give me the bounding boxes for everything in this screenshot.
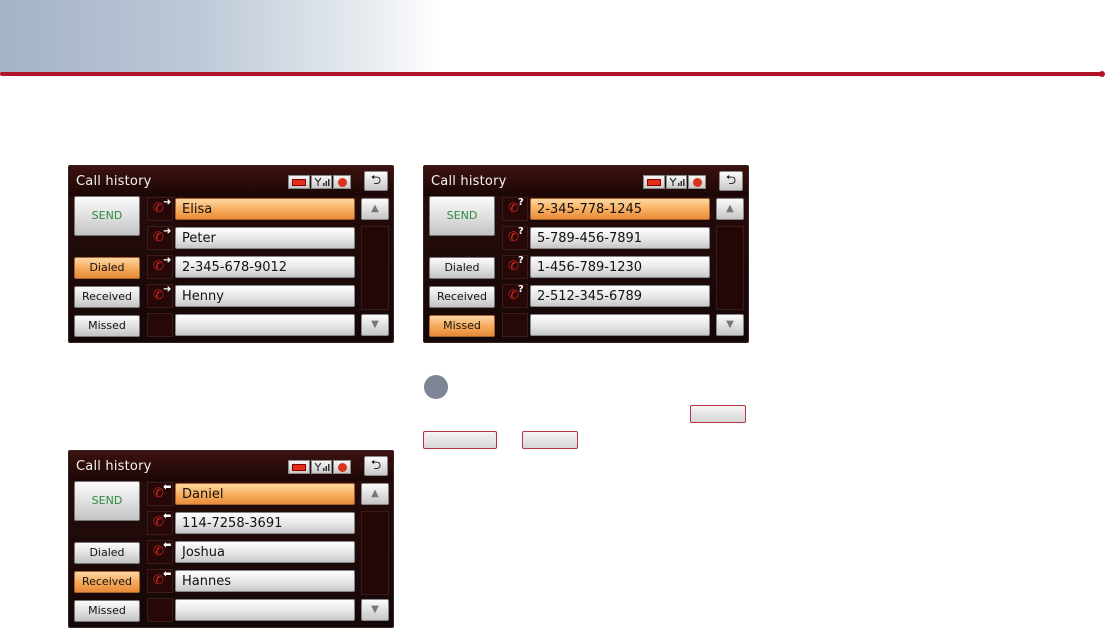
signal-icon xyxy=(311,175,332,189)
send-button[interactable]: SEND xyxy=(74,481,140,521)
back-button[interactable]: ⮌ xyxy=(364,171,388,191)
scroll-up-button[interactable]: ▲ xyxy=(361,198,389,220)
received-filter-button[interactable]: Received xyxy=(74,571,140,593)
call-history-screen-dialed: Call history ⮌ SEND Dialed Received Miss… xyxy=(68,165,394,343)
incoming-call-icon: ✆⬅ xyxy=(147,482,173,506)
scroll-down-button[interactable]: ▼ xyxy=(361,599,389,621)
missed-call-icon: ✆? xyxy=(502,284,528,308)
call-list-item[interactable]: 2-512-345-6789 xyxy=(530,285,710,307)
call-list-item[interactable]: Elisa xyxy=(175,198,355,220)
battery-icon xyxy=(643,175,665,189)
send-button[interactable]: SEND xyxy=(74,196,140,236)
status-icons xyxy=(643,175,709,189)
scroll-track[interactable] xyxy=(361,511,389,595)
title-bar: Call history ⮌ xyxy=(424,166,748,196)
incoming-call-icon: ✆⬅ xyxy=(147,511,173,535)
scroll-track[interactable] xyxy=(361,226,389,310)
received-filter-button[interactable]: Received xyxy=(429,286,495,308)
call-list-item[interactable]: 2-345-678-9012 xyxy=(175,256,355,278)
header-band xyxy=(0,0,440,74)
bluetooth-icon xyxy=(333,175,351,189)
back-button[interactable]: ⮌ xyxy=(719,171,743,191)
outgoing-call-icon: ✆➜ xyxy=(147,284,173,308)
call-list-item[interactable] xyxy=(175,314,355,336)
call-list-item[interactable]: Hannes xyxy=(175,570,355,592)
call-history-screen-received: Call history ⮌ SEND Dialed Received Miss… xyxy=(68,450,394,628)
header-rule-end xyxy=(1099,71,1105,77)
scroll-track[interactable] xyxy=(716,226,744,310)
call-history-screen-missed: Call history ⮌ SEND Dialed Received Miss… xyxy=(423,165,749,343)
call-list-item[interactable] xyxy=(530,314,710,336)
title-bar: Call history ⮌ xyxy=(69,451,393,481)
call-list-item[interactable]: 114-7258-3691 xyxy=(175,512,355,534)
incoming-call-icon: ✆⬅ xyxy=(147,569,173,593)
header-rule xyxy=(0,72,1102,76)
scroll-down-button[interactable]: ▼ xyxy=(361,314,389,336)
battery-icon xyxy=(288,460,310,474)
call-list-item[interactable] xyxy=(175,599,355,621)
dialed-filter-button[interactable]: Dialed xyxy=(74,542,140,564)
screen-title: Call history xyxy=(76,459,152,474)
scroll-up-button[interactable]: ▲ xyxy=(361,483,389,505)
outgoing-call-icon: ✆➜ xyxy=(147,226,173,250)
empty-slot xyxy=(147,598,173,622)
call-list-item[interactable]: Peter xyxy=(175,227,355,249)
missed-call-icon: ✆? xyxy=(502,255,528,279)
inline-button-marker xyxy=(690,405,746,423)
outgoing-call-icon: ✆➜ xyxy=(147,255,173,279)
screen-title: Call history xyxy=(76,174,152,189)
received-filter-button[interactable]: Received xyxy=(74,286,140,308)
missed-call-icon: ✆? xyxy=(502,197,528,221)
call-list-item[interactable]: Joshua xyxy=(175,541,355,563)
title-bar: Call history ⮌ xyxy=(69,166,393,196)
missed-call-icon: ✆? xyxy=(502,226,528,250)
send-button[interactable]: SEND xyxy=(429,196,495,236)
missed-filter-button[interactable]: Missed xyxy=(429,315,495,337)
call-list-item[interactable]: 1-456-789-1230 xyxy=(530,256,710,278)
inline-button-marker xyxy=(522,431,578,449)
signal-icon xyxy=(666,175,687,189)
status-icons xyxy=(288,175,354,189)
status-icons xyxy=(288,460,354,474)
empty-slot xyxy=(147,313,173,337)
inline-button-marker xyxy=(423,431,497,449)
call-list-item[interactable]: 5-789-456-7891 xyxy=(530,227,710,249)
empty-slot xyxy=(502,313,528,337)
bluetooth-icon xyxy=(333,460,351,474)
missed-filter-button[interactable]: Missed xyxy=(74,315,140,337)
note-bullet-icon xyxy=(424,375,448,399)
call-list-item[interactable]: 2-345-778-1245 xyxy=(530,198,710,220)
dialed-filter-button[interactable]: Dialed xyxy=(429,257,495,279)
missed-filter-button[interactable]: Missed xyxy=(74,600,140,622)
call-list-item[interactable]: Daniel xyxy=(175,483,355,505)
scroll-down-button[interactable]: ▼ xyxy=(716,314,744,336)
incoming-call-icon: ✆⬅ xyxy=(147,540,173,564)
back-button[interactable]: ⮌ xyxy=(364,456,388,476)
scroll-up-button[interactable]: ▲ xyxy=(716,198,744,220)
screen-title: Call history xyxy=(431,174,507,189)
outgoing-call-icon: ✆➜ xyxy=(147,197,173,221)
call-list-item[interactable]: Henny xyxy=(175,285,355,307)
battery-icon xyxy=(288,175,310,189)
dialed-filter-button[interactable]: Dialed xyxy=(74,257,140,279)
signal-icon xyxy=(311,460,332,474)
bluetooth-icon xyxy=(688,175,706,189)
